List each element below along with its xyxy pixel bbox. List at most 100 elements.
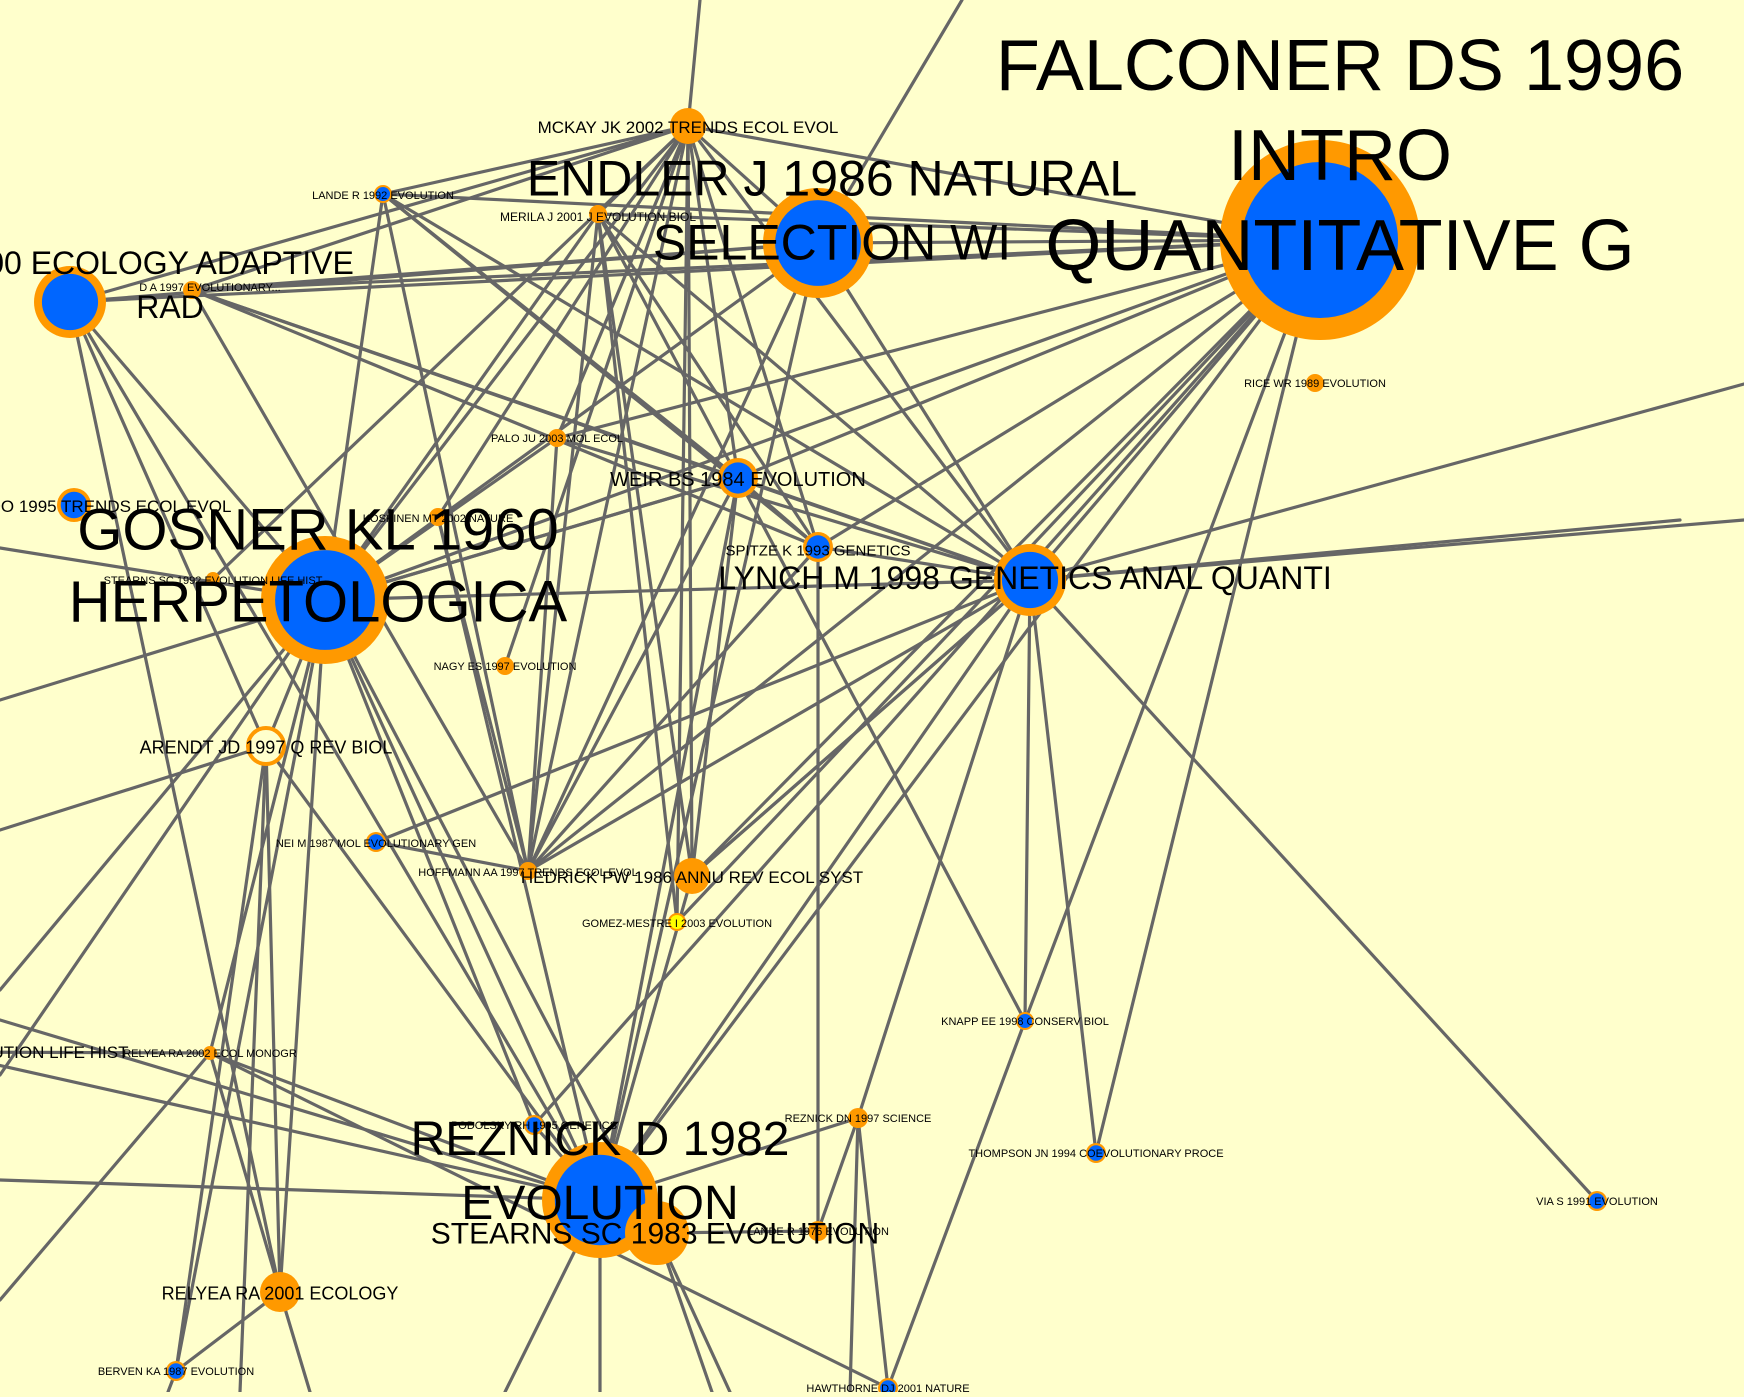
node-lande76[interactable] xyxy=(808,1221,828,1241)
node-hedrick[interactable] xyxy=(674,858,710,894)
edge-falconer-palo xyxy=(555,238,1322,440)
node-label-line: MERILA J 2001 J EVOLUTION BIOL xyxy=(500,210,696,224)
node-evolmed[interactable] xyxy=(183,281,201,299)
node-label-line: GOMEZ-MESTRE I 2003 EVOLUTION xyxy=(582,918,772,930)
node-core xyxy=(1088,1145,1104,1161)
edge-weir-hoffmann xyxy=(526,476,740,873)
node-weir[interactable] xyxy=(718,458,758,498)
edge-merila-hoffmann xyxy=(526,212,600,873)
node-core xyxy=(669,914,685,930)
node-relyea02[interactable] xyxy=(203,1046,217,1060)
edge-arendt-reznick82 xyxy=(264,744,602,1202)
node-label-nagy: NAGY ES 1997 EVOLUTION xyxy=(434,661,577,673)
node-palo[interactable] xyxy=(548,429,566,447)
edge-podolsky-falconer xyxy=(532,238,1322,1127)
edge-lande92-hoffmann xyxy=(381,192,530,873)
node-relyea01[interactable] xyxy=(260,1272,300,1312)
node-nagy[interactable] xyxy=(496,657,514,675)
node-mckay[interactable] xyxy=(670,108,706,144)
node-koskinen[interactable] xyxy=(429,508,447,526)
node-label-line: PALO JU 2003 MOL ECOL xyxy=(491,433,623,445)
edge-endler-gosner xyxy=(323,241,820,602)
node-label-lynch: LYNCH M 1998 GENETICS ANAL QUANTI xyxy=(718,560,1332,596)
nodes xyxy=(34,108,1607,1397)
node-knapp[interactable] xyxy=(1016,1012,1034,1030)
edge-mckay-falconer xyxy=(686,124,1322,242)
node-thompson[interactable] xyxy=(1086,1143,1106,1163)
node-label-line: FALCONER DS 1996 xyxy=(996,26,1684,106)
node-label-line: HERPETOLOGICA xyxy=(69,569,568,634)
node-gomez[interactable] xyxy=(668,913,686,931)
node-gosner[interactable] xyxy=(261,536,389,664)
node-lande92[interactable] xyxy=(374,185,392,203)
node-label-palo: PALO JU 2003 MOL ECOL xyxy=(491,433,623,445)
node-label-nei: NEI M 1987 MOL EVOLUTIONARY GEN xyxy=(276,838,476,850)
node-ring xyxy=(429,508,447,526)
edge-schluter-reznick82 xyxy=(68,300,602,1202)
node-core xyxy=(526,1117,542,1133)
edge-palo-hoffmann xyxy=(526,436,559,873)
node-core xyxy=(368,834,384,850)
node-nei[interactable] xyxy=(366,832,386,852)
edge-lynch-reznick97 xyxy=(856,578,1032,1120)
node-label-hedrick: HEDRICK PW 1986 ANNU REV ECOL SYST xyxy=(521,868,863,887)
node-merila[interactable] xyxy=(589,205,607,223)
node-berven[interactable] xyxy=(166,1361,186,1381)
node-endler[interactable] xyxy=(763,188,873,298)
edge-falconer-thompson xyxy=(1094,238,1322,1155)
node-lynch[interactable] xyxy=(994,544,1066,616)
node-label-line: QUANTITATIVE G xyxy=(1045,206,1634,286)
node-podolsky[interactable] xyxy=(524,1115,544,1135)
edge-mckay-koskinen xyxy=(436,124,690,519)
node-arendt[interactable] xyxy=(246,726,286,766)
node-label-line: LANDE R 1976 EVOLUTION xyxy=(747,1226,889,1238)
offscreen-edge-7 xyxy=(0,598,327,1077)
edge-relyea01-berven xyxy=(174,1290,282,1373)
node-ring xyxy=(246,726,286,766)
node-label-stearns92: STEARNS SC 1992 EVOLUTION LIFE HIST xyxy=(104,575,323,587)
offscreen-edge-5 xyxy=(0,744,268,832)
node-hoffmann[interactable] xyxy=(519,862,537,880)
node-label-line: DO 1995 TRENDS ECOL EVOL xyxy=(0,497,231,516)
edge-lande92-lynch xyxy=(381,192,1032,582)
node-label-relyea01: RELYEA RA 2001 ECOLOGY xyxy=(162,1283,399,1303)
node-stearns92[interactable] xyxy=(206,572,220,586)
node-ring xyxy=(260,1272,300,1312)
node-via[interactable] xyxy=(1587,1191,1607,1211)
node-label-line: PODOLSKY RH 1995 GENETICS xyxy=(451,1120,617,1132)
node-trends95[interactable] xyxy=(57,488,91,522)
node-label-mckay: MCKAY JK 2002 TRENDS ECOL EVOL xyxy=(538,118,839,137)
node-core xyxy=(775,200,861,286)
edge-koskinen-reznick82 xyxy=(436,515,602,1202)
node-label-line: KOSKINEN MT 2002 NATURE xyxy=(363,513,514,525)
node-core xyxy=(1242,162,1398,318)
edge-mckay-lynch xyxy=(686,124,1032,582)
offscreen-edge-20 xyxy=(848,1116,860,1394)
edge-relyea02-relyea01 xyxy=(208,1051,282,1294)
edge-lifehist-reznick82 xyxy=(0,1063,602,1202)
node-falconer[interactable] xyxy=(1220,140,1420,340)
node-reznick97[interactable] xyxy=(848,1108,868,1128)
node-label-stearns83: STEARNS SC 1983 EVOLUTION xyxy=(431,1218,879,1251)
edge-merila-lynch xyxy=(596,212,1032,582)
node-ring xyxy=(674,858,710,894)
node-label-gomez: GOMEZ-MESTRE I 2003 EVOLUTION xyxy=(582,918,772,930)
edge-mckay-weir xyxy=(686,124,740,480)
edge-lynch-knapp xyxy=(1023,578,1032,1023)
node-stearns83[interactable] xyxy=(625,1201,689,1265)
node-spitze[interactable] xyxy=(803,532,833,562)
node-label-line: STEARNS SC 1983 EVOLUTION xyxy=(431,1218,879,1251)
node-rice[interactable] xyxy=(1306,374,1324,392)
node-schluter[interactable] xyxy=(34,266,106,338)
node-label-line: GOSNER KL 1960 xyxy=(77,497,558,562)
node-label-line: NEI M 1987 MOL EVOLUTIONARY GEN xyxy=(276,838,476,850)
node-label-line: LYNCH M 1998 GENETICS ANAL QUANTI xyxy=(718,560,1332,596)
edge-mckay-stearns92 xyxy=(211,124,690,581)
edge-mckay-lande92 xyxy=(381,124,690,196)
node-ring xyxy=(519,862,537,880)
node-label-trends95: DO 1995 TRENDS ECOL EVOL xyxy=(0,497,231,516)
